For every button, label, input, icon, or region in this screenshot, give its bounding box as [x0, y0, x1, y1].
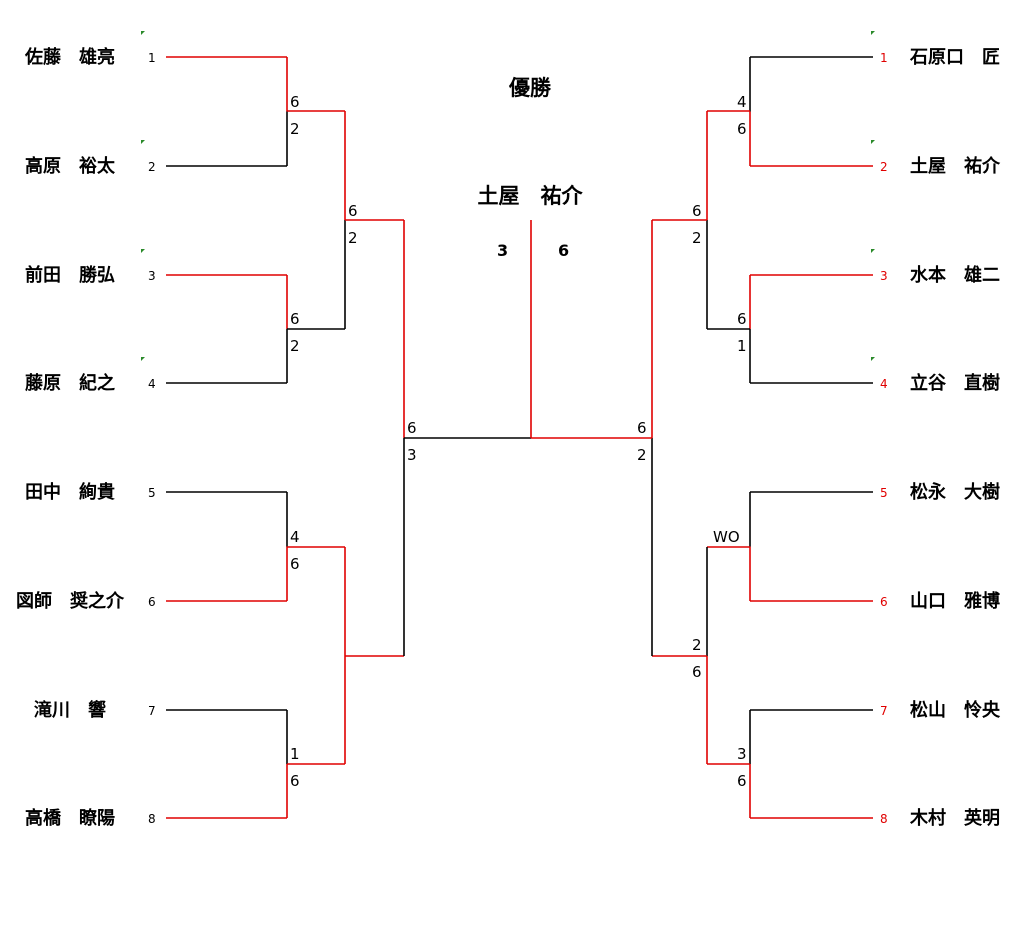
- right-seed-2: 2: [880, 160, 888, 174]
- left-seed-7: 7: [148, 704, 156, 718]
- final-score-left: 3: [497, 241, 509, 260]
- left-player-1: 佐藤 雄亮: [25, 47, 115, 68]
- champion-name: 土屋 祐介: [477, 184, 583, 208]
- right-r2-score-b-1: 2: [692, 229, 702, 247]
- right-r2-score-a-1: 6: [692, 202, 702, 220]
- right-r1-score-a-1: 4: [737, 93, 747, 111]
- left-r1-score-b-2: 2: [290, 337, 300, 355]
- right-seed-3: 3: [880, 269, 888, 283]
- left-r2-score-a-1: 6: [348, 202, 358, 220]
- seed-marker-right-1: [871, 31, 875, 35]
- final-score-right: 6: [558, 241, 570, 260]
- left-sf-score-a: 6: [407, 419, 417, 437]
- left-r1-score-a-4: 1: [290, 745, 300, 763]
- left-r2-score-b-1: 2: [348, 229, 358, 247]
- left-r1-score-b-1: 2: [290, 120, 300, 138]
- left-seed-1: 1: [148, 51, 156, 65]
- left-player-6: 図師 奨之介: [16, 591, 124, 612]
- right-player-6: 山口 雅博: [910, 591, 1000, 612]
- right-seed-8: 8: [880, 812, 888, 826]
- right-r1-score-b-2: 1: [737, 337, 747, 355]
- right-r1-score-b-1: 6: [737, 120, 747, 138]
- right-r1-score-b-4: 6: [737, 772, 747, 790]
- seed-marker-left-1: [141, 31, 145, 35]
- left-player-3: 前田 勝弘: [25, 265, 115, 286]
- seed-marker-right-3: [871, 249, 875, 253]
- right-seed-7: 7: [880, 704, 888, 718]
- left-seed-2: 2: [148, 160, 156, 174]
- right-player-4: 立谷 直樹: [910, 373, 1000, 394]
- left-r1-score-a-3: 4: [290, 528, 300, 546]
- left-r1-score-b-4: 6: [290, 772, 300, 790]
- right-r1-score-a-4: 3: [737, 745, 747, 763]
- right-player-1: 石原口 匠: [910, 47, 1000, 68]
- left-player-8: 高橋 瞭陽: [25, 808, 115, 829]
- left-player-4: 藤原 紀之: [25, 373, 115, 394]
- right-player-2: 土屋 祐介: [910, 156, 1000, 177]
- championship-title: 優勝: [509, 76, 551, 100]
- seed-marker-right-2: [871, 140, 875, 144]
- left-seed-8: 8: [148, 812, 156, 826]
- right-sf-score-b: 2: [637, 446, 647, 464]
- right-seed-6: 6: [880, 595, 888, 609]
- left-r1-score-b-3: 6: [290, 555, 300, 573]
- left-sf-score-b: 3: [407, 446, 417, 464]
- seed-marker-left-3: [141, 249, 145, 253]
- left-seed-3: 3: [148, 269, 156, 283]
- right-sf-score-a: 6: [637, 419, 647, 437]
- right-r1-score-a-2: 6: [737, 310, 747, 328]
- right-seed-5: 5: [880, 486, 888, 500]
- left-seed-4: 4: [148, 377, 156, 391]
- right-player-7: 松山 怜央: [910, 700, 1000, 721]
- seed-marker-left-2: [141, 140, 145, 144]
- left-seed-6: 6: [148, 595, 156, 609]
- seed-marker-right-4: [871, 357, 875, 361]
- left-player-7: 滝川 響: [34, 700, 106, 721]
- right-seed-4: 4: [880, 377, 888, 391]
- left-r1-score-a-2: 6: [290, 310, 300, 328]
- right-r2-score-b-2: 6: [692, 663, 702, 681]
- right-seed-1: 1: [880, 51, 888, 65]
- right-player-8: 木村 英明: [910, 808, 1000, 829]
- right-r1-score-a-3: WO: [713, 528, 740, 546]
- seed-marker-left-4: [141, 357, 145, 361]
- left-player-2: 高原 裕太: [25, 156, 115, 177]
- right-r2-score-a-2: 2: [692, 636, 702, 654]
- right-player-5: 松永 大樹: [910, 482, 1000, 503]
- right-player-3: 水本 雄二: [910, 265, 1000, 286]
- left-seed-5: 5: [148, 486, 156, 500]
- left-r1-score-a-1: 6: [290, 93, 300, 111]
- left-player-5: 田中 絢貴: [25, 482, 115, 503]
